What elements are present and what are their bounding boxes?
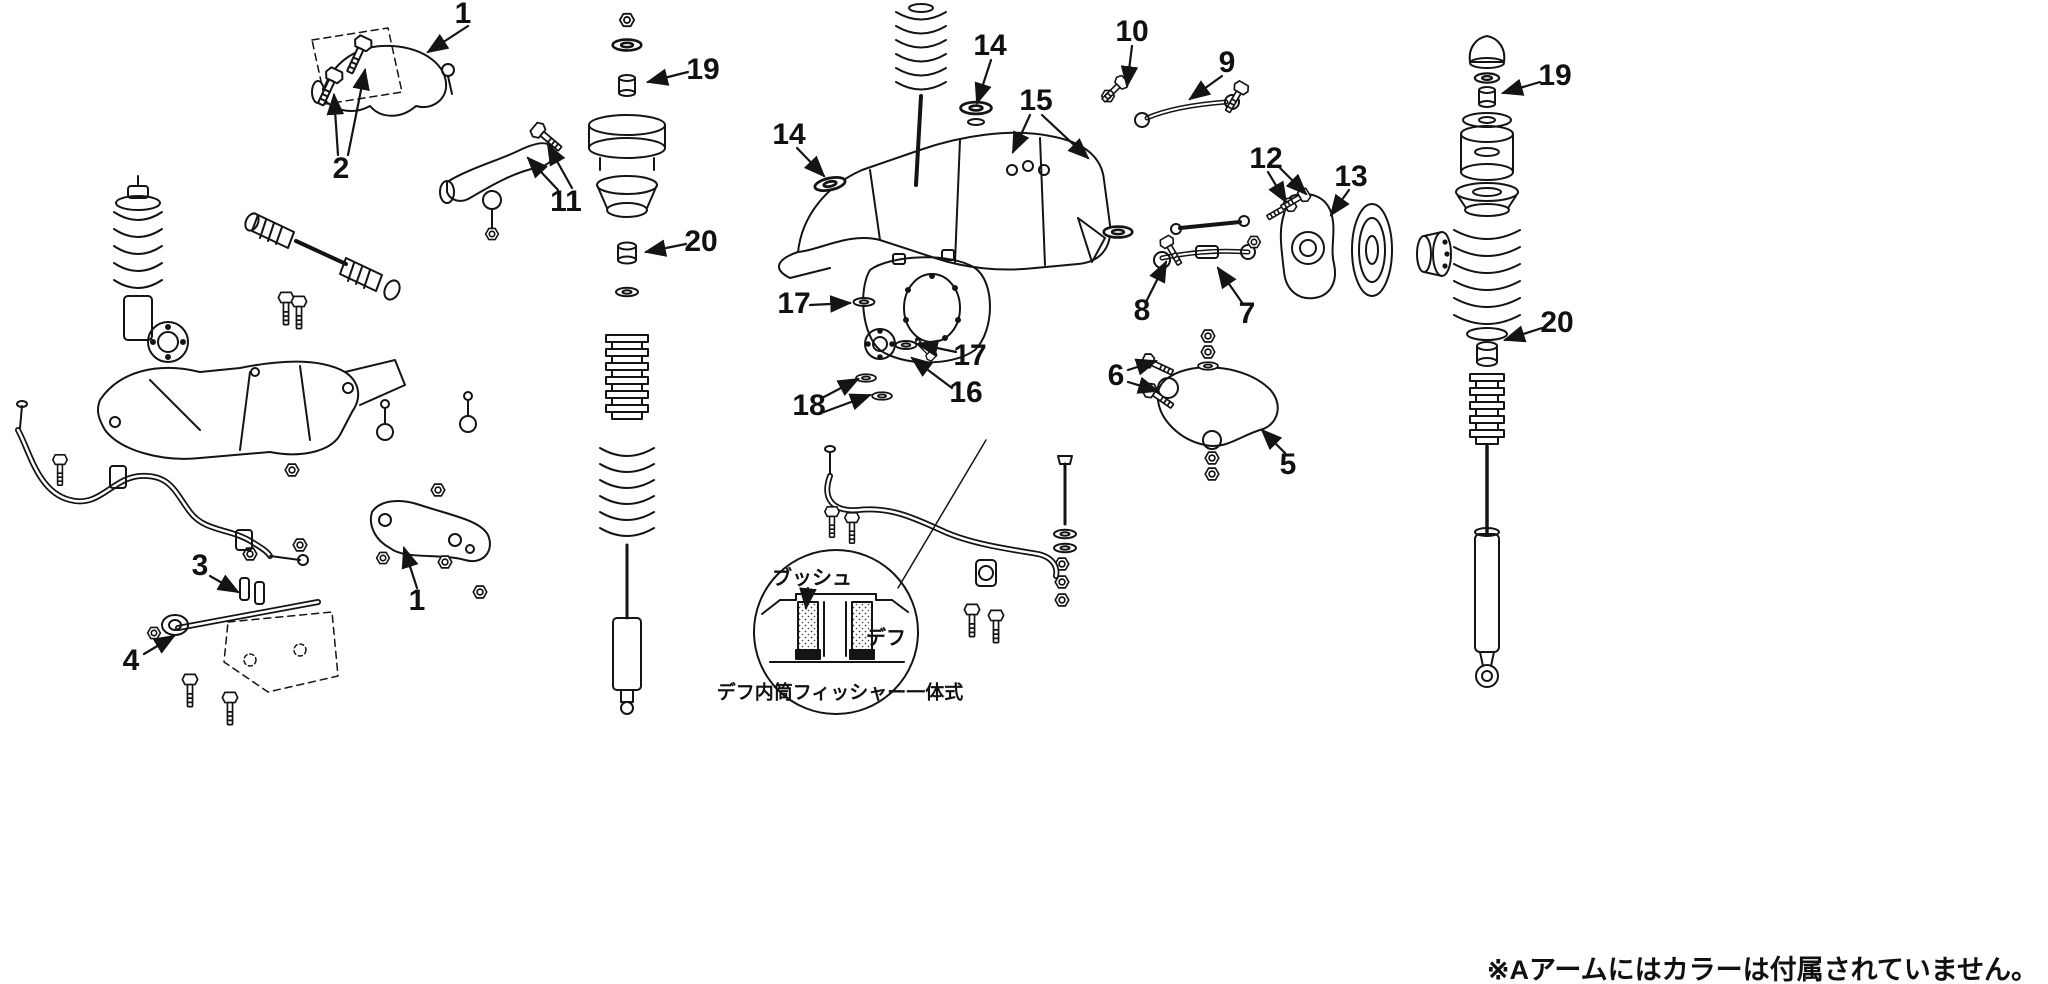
callout-14-mount-right: 14 (973, 29, 1007, 62)
callout-1-front-upper-arm: 1 (454, 0, 472, 30)
front-sway-bar-drawing (15, 400, 309, 566)
front-strut-parts-column-drawing (588, 12, 666, 715)
front-upper-link-drawing (439, 119, 567, 241)
rear-camber-links-drawing (1153, 215, 1262, 269)
callout-20-front-seat-rubber: 20 (684, 225, 718, 258)
tension-rod-drawing (146, 577, 339, 726)
rear-strut-spring-drawing (895, 3, 947, 187)
callout-6-lower-arm-bolts: 6 (1107, 359, 1125, 392)
callout-18-diff-washers: 18 (792, 389, 826, 422)
drive-axle-drawing (244, 212, 401, 301)
callout-15-rear-subframe: 15 (1019, 84, 1053, 117)
diff-label: デフ (866, 627, 906, 650)
callout-3-tension-rod-bracket: 3 (191, 549, 209, 582)
bush-label: ブッシュ (772, 567, 852, 590)
callout-1-front-lower-arm: 1 (408, 584, 426, 617)
callout-11-front-upper-link: 11 (550, 185, 582, 218)
rear-upper-links-drawing (1097, 73, 1252, 128)
callout-10-upper-link-bolts: 10 (1115, 15, 1149, 48)
callout-13-rear-knuckle: 13 (1334, 160, 1368, 193)
callout-16-diff-mount-pin: 16 (949, 376, 983, 409)
callout-9-rear-upper-link: 9 (1218, 46, 1236, 79)
leader-arrows (142, 24, 1544, 656)
callout-12-knuckle-bolts: 12 (1249, 142, 1283, 175)
callout-20-rear-bump-rubber: 20 (1540, 306, 1574, 339)
rear-subframe-drawing (778, 100, 1134, 279)
rear-sway-bar-drawing (823, 445, 1060, 644)
callout-17-diff-side-washer: 17 (953, 339, 987, 372)
front-upper-arm-drawing (311, 27, 455, 117)
callout-7-camber-link: 7 (1238, 297, 1256, 330)
detail-circle-drawing (753, 439, 987, 715)
differential-drawing (852, 249, 991, 401)
rear-lower-arm-drawing (1138, 329, 1279, 481)
footnote: ※Aアームにはカラーは付属されていません。 (1486, 955, 2038, 984)
callout-4-tension-rod: 4 (122, 644, 140, 677)
bolt-stack-drawing (1053, 455, 1077, 607)
callout-5-rear-lower-arm: 5 (1279, 448, 1297, 481)
callout-14-mount-left: 14 (772, 118, 806, 151)
front-lower-arm-drawing (370, 391, 491, 599)
callout-19-rear-mount-bushing: 19 (1538, 59, 1572, 92)
callout-8-camber-link-bolt: 8 (1133, 294, 1151, 327)
front-strut-knuckle-subframe-drawing (96, 175, 406, 561)
rear-knuckle-rotor-hub-drawing (1263, 185, 1452, 300)
callout-17-diff-front-washer: 17 (777, 287, 811, 320)
callout-2-upper-arm-bolts: 2 (332, 152, 350, 185)
callout-19-front-mount-nut: 19 (686, 53, 720, 86)
rear-strut-parts-column-drawing (1453, 35, 1521, 688)
detail-caption: デフ内筒フィッシャー一体式 (716, 682, 964, 704)
